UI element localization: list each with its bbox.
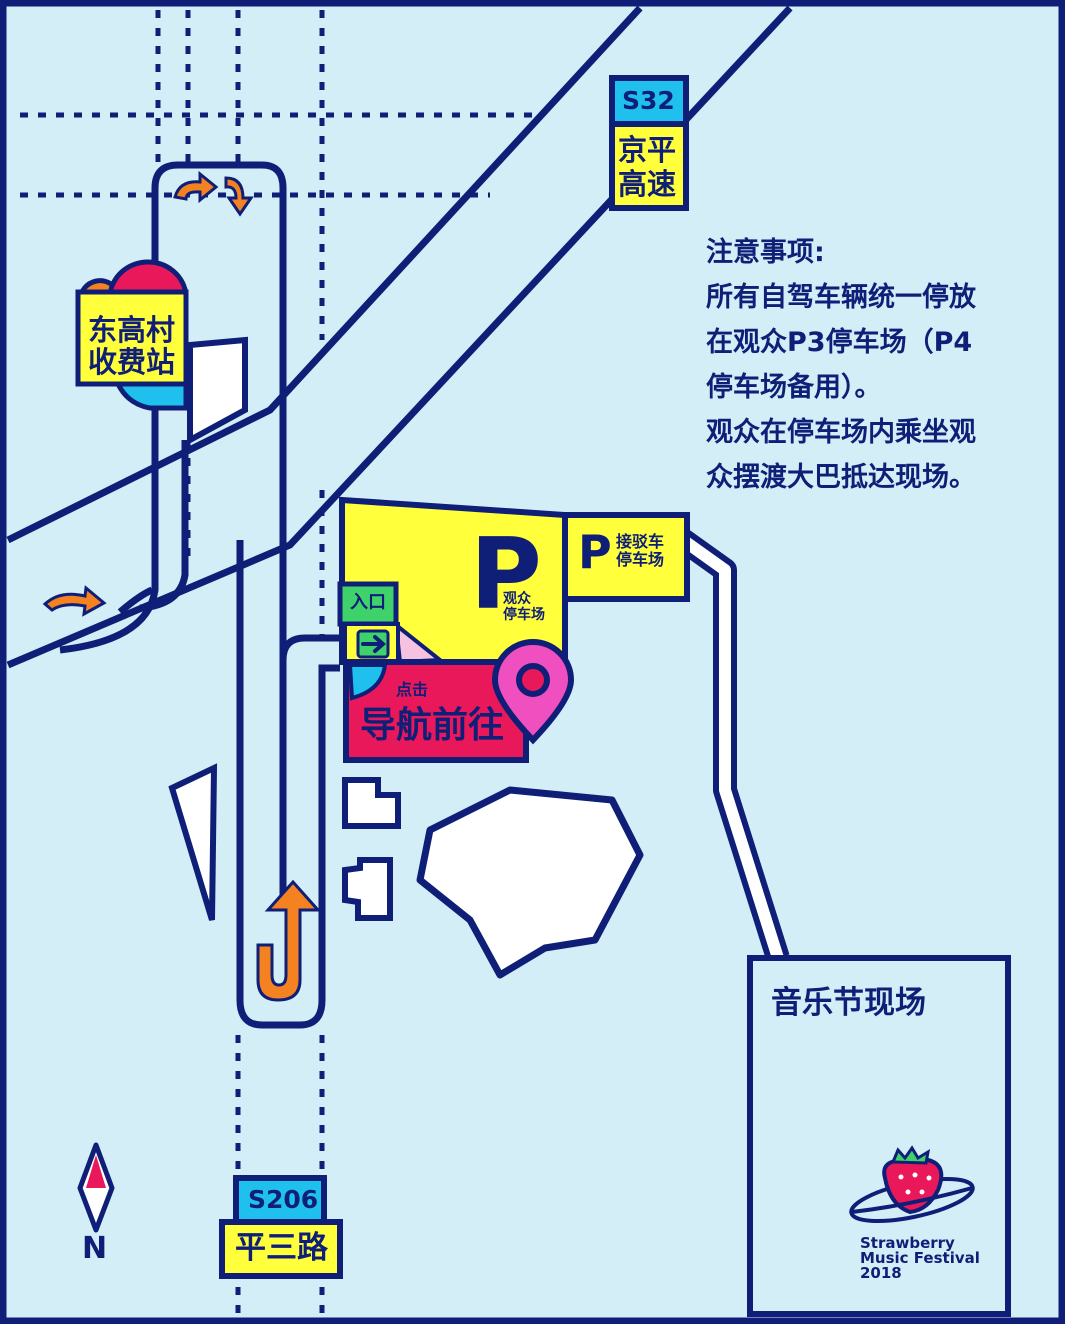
expressway-edge-upper [6, 5, 643, 544]
shuttle-parking-lot [562, 512, 690, 602]
notice-line-5: 众摆渡大巴抵达现场。 [706, 462, 976, 493]
notice-line-2: 在观众P3停车场（P4 [706, 327, 973, 358]
toll-station-line1: 东高村 [88, 313, 176, 347]
compass-north-label: N [82, 1231, 108, 1266]
turn-arrows [42, 170, 322, 1002]
strawberry-logo-icon [849, 1145, 975, 1224]
notice-panel: 注意事项: 所有自驾车辆统一停放 在观众P3停车场（P4 停车场备用）。 观众在… [706, 230, 1036, 500]
turn-arrow-right-icon [173, 170, 219, 204]
toll-station-sign [75, 259, 189, 411]
u-turn-arrow-icon [256, 879, 322, 1002]
audience-parking-symbol: P [470, 518, 542, 632]
festival-ground-area [416, 786, 644, 979]
ramp-curve [117, 586, 154, 615]
notice-line-3: 停车场备用）。 [706, 372, 882, 403]
notice-title: 注意事项: [706, 237, 825, 268]
venue-name: 音乐节现场 [771, 985, 926, 1021]
venue-area [747, 955, 1011, 1317]
turn-arrow-ramp-icon [42, 585, 107, 617]
audience-parking-line2: 停车场 [503, 607, 545, 623]
logo-line2: Music Festival [860, 1249, 980, 1267]
s32-sign [609, 75, 689, 211]
s206-name: 平三路 [235, 1230, 328, 1266]
navigate-action[interactable]: 导航前往 [360, 705, 505, 746]
entrance-arrow-icon [356, 629, 390, 659]
shuttle-route [679, 535, 784, 960]
ramp-road-inner [139, 440, 189, 612]
notice-line-1: 所有自驾车辆统一停放 [706, 282, 976, 313]
shuttle-parking-symbol: P [578, 525, 612, 579]
location-pin-icon [491, 639, 575, 745]
entrance-label: 入口 [350, 592, 386, 613]
ramp-road [59, 410, 159, 654]
overpass-block [187, 336, 248, 446]
logo-line1: Strawberry [860, 1234, 955, 1252]
audience-parking-line1: 观众 [503, 591, 531, 607]
s32-code: S32 [622, 86, 675, 115]
navigate-hint[interactable]: 点击 [396, 680, 429, 699]
notice-line-4: 观众在停车场内乘坐观 [706, 417, 976, 448]
logo-line3: 2018 [860, 1264, 902, 1282]
s32-name-line2: 高速 [618, 167, 677, 201]
shuttle-parking-line1: 接驳车 [616, 532, 665, 551]
building-block-2 [342, 857, 393, 921]
compass-icon [77, 1142, 115, 1233]
s206-sign [219, 1175, 343, 1279]
toll-station-line2: 收费站 [88, 345, 176, 379]
entrance-lane [279, 634, 340, 895]
shuttle-parking-line2: 停车场 [616, 550, 665, 569]
main-road [151, 161, 326, 1029]
s206-code: S206 [248, 1185, 319, 1214]
turn-arrow-down-icon [224, 176, 254, 217]
traffic-island [168, 763, 218, 921]
s32-name-line1: 京平 [618, 133, 677, 167]
building-block-1 [342, 777, 401, 829]
